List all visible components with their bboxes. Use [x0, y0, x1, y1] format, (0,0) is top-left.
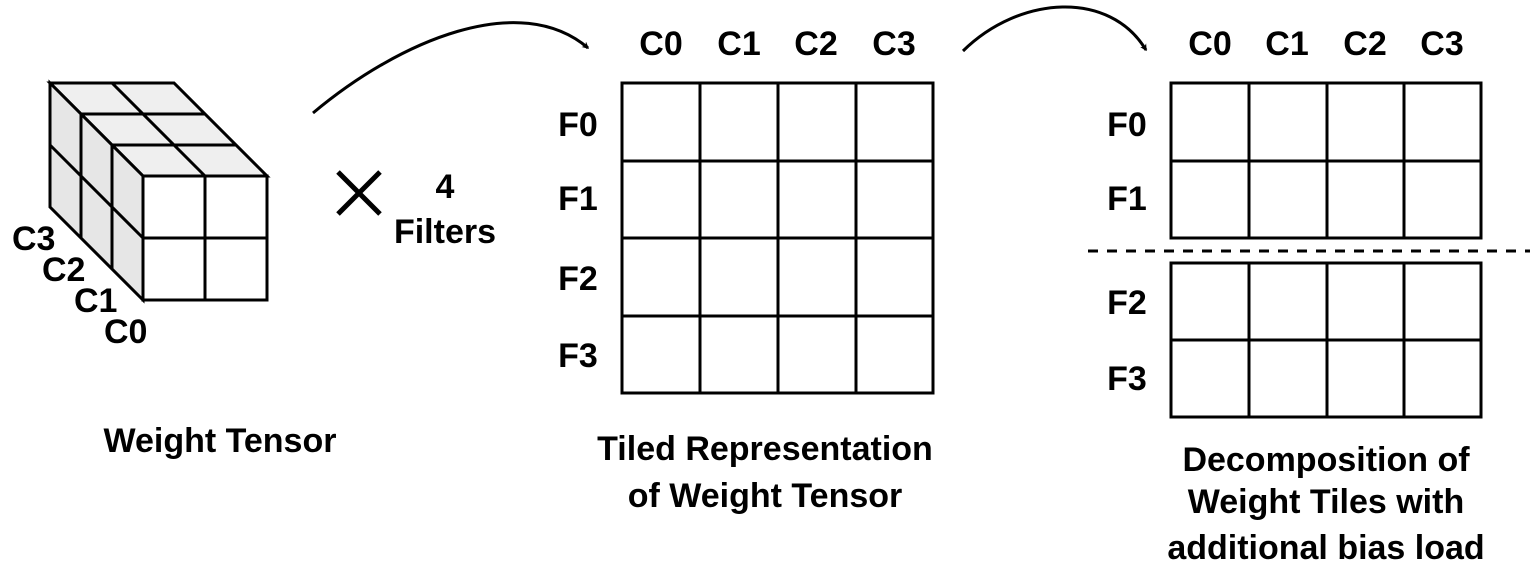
filter-count: 4 [436, 168, 455, 206]
arrow-to-tiled [312, 21, 590, 115]
tiled-grid [620, 81, 935, 395]
tiled-row-header: F1 [558, 180, 598, 218]
tiled-row-headers: F0 F1 F2 F3 [558, 106, 598, 375]
tiled-row-header: F2 [558, 260, 598, 298]
filter-unit: Filters [394, 213, 496, 251]
tensor-side-row-line [48, 143, 145, 240]
decomposed-bottom-grid [1169, 261, 1483, 419]
decomposed-col-header: C1 [1265, 25, 1308, 63]
tiled-col-header: C1 [717, 25, 760, 63]
weight-tensor-block [46, 79, 271, 304]
decomposed-row-header: F2 [1107, 284, 1147, 322]
channel-label-c0: C0 [104, 313, 147, 351]
decomposed-row-header: F1 [1107, 180, 1147, 218]
tiled-row-header: F0 [558, 106, 598, 144]
tiled-caption-line2: of Weight Tensor [628, 477, 903, 515]
decomposed-caption-line2: Weight Tiles with [1188, 483, 1464, 521]
tiled-col-header: C2 [794, 25, 837, 63]
decomposed-caption-line1: Decomposition of [1182, 441, 1470, 479]
decomposed-top-grid [1169, 81, 1483, 240]
tensor-top-column-line [110, 81, 207, 178]
decomposed-row-header: F3 [1107, 360, 1147, 398]
tiled-caption-line1: Tiled Representation [597, 430, 933, 468]
decomposed-column-headers: C0 C1 C2 C3 [1188, 25, 1463, 63]
weight-tensor-caption: Weight Tensor [104, 422, 337, 460]
decomposed-row-headers: F0 F1 F2 F3 [1107, 106, 1147, 398]
arrow-to-decomposed [961, 5, 1148, 53]
tiled-row-header: F3 [558, 337, 598, 375]
channel-label-c2: C2 [42, 251, 85, 289]
channel-label-c3: C3 [12, 220, 55, 258]
multiply-icon [336, 170, 382, 216]
tiled-col-header: C0 [639, 25, 682, 63]
decomposed-col-header: C3 [1420, 25, 1463, 63]
decomposed-caption-line3: additional bias load [1167, 529, 1484, 567]
decomposed-col-header: C0 [1188, 25, 1231, 63]
tiled-column-headers: C0 C1 C2 C3 [639, 25, 915, 63]
tiled-col-header: C3 [872, 25, 915, 63]
decomposed-row-header: F0 [1107, 106, 1147, 144]
channel-label-c1: C1 [74, 282, 117, 320]
decomposed-col-header: C2 [1343, 25, 1386, 63]
